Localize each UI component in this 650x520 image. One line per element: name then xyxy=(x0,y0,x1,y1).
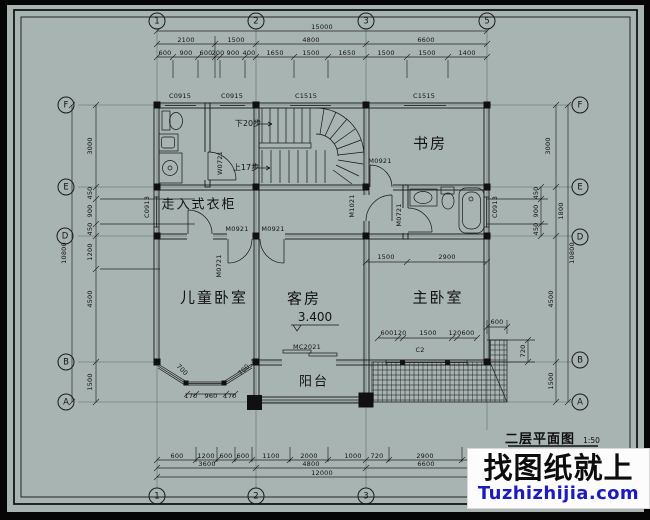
roof-tile-hatch xyxy=(371,339,508,403)
sheet-frame xyxy=(13,9,638,505)
watermark: 找图纸就上 Tuzhizhijia.com xyxy=(467,448,650,509)
bay-window xyxy=(157,363,253,386)
drawing-title-text: 二层平面图 xyxy=(505,432,576,447)
balcony-door xyxy=(282,349,338,357)
watermark-site: Tuzhizhijia.com xyxy=(477,482,640,504)
columns xyxy=(153,101,491,410)
staircase xyxy=(256,107,365,185)
axis-grid-lines xyxy=(78,28,572,488)
dimension-lines xyxy=(68,27,572,481)
watermark-slogan: 找图纸就上 xyxy=(483,451,634,486)
drawing-scale: 1:50 xyxy=(583,436,600,445)
master-bath-fixtures xyxy=(409,186,485,234)
drawing-paper xyxy=(7,5,644,512)
elevation-marker xyxy=(291,324,339,332)
door-openings xyxy=(159,152,409,366)
bathroom-fixtures xyxy=(158,110,183,184)
door-swings xyxy=(187,151,433,264)
drawing-title: 二层平面图 1:50 xyxy=(505,428,605,447)
